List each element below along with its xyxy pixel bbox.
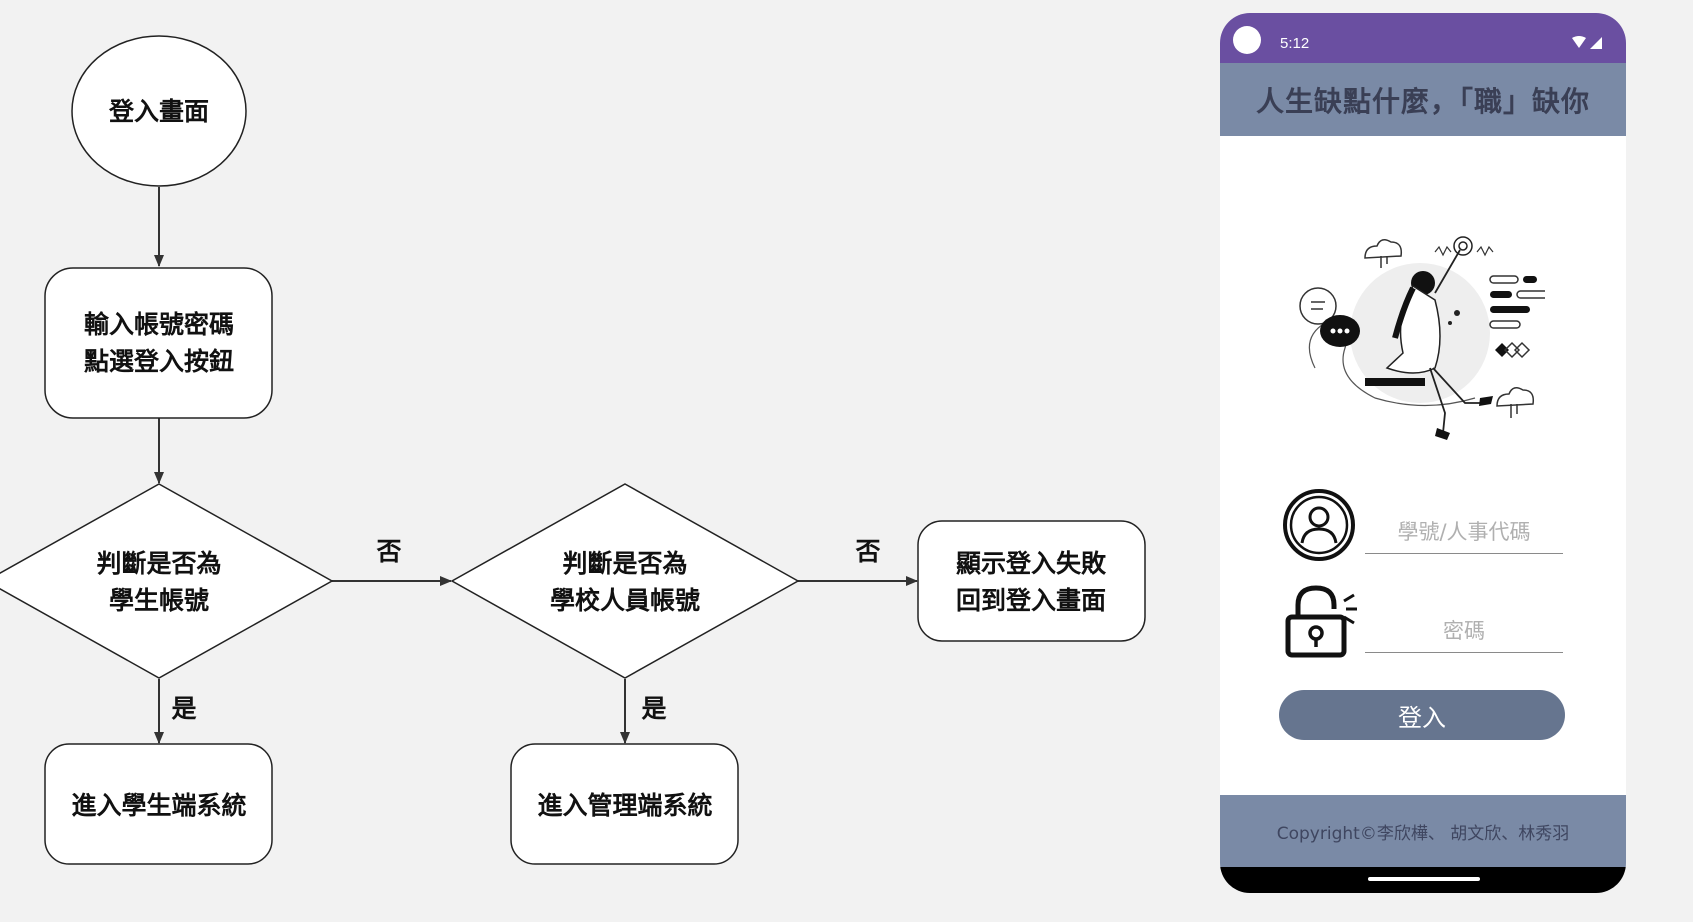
camera-dot <box>1233 26 1261 54</box>
decision-staff-line-2: 學校人員帳號 <box>550 586 700 615</box>
app-title: 人生缺點什麼，「職」缺你 <box>1255 84 1590 118</box>
flowchart: 否 否 是 是 登入畫面 輸入帳號密碼 點選登入按鈕 判斷是否為 學生帳號 判斷… <box>0 35 1146 865</box>
footer: Copyright©李欣樺、 胡文欣、林秀羽 <box>1220 795 1626 867</box>
input-node <box>44 267 273 419</box>
label-yes-2: 是 <box>641 694 666 723</box>
start-node <box>71 35 247 187</box>
fail-node <box>917 520 1146 642</box>
label-no-2: 否 <box>854 537 880 566</box>
status-icons <box>1570 35 1604 54</box>
decision-staff-line-1: 判斷是否為 <box>562 549 687 578</box>
app-header: 人生缺點什麼，「職」缺你 <box>1220 63 1626 136</box>
fail-node-line-1: 顯示登入失敗 <box>956 549 1107 578</box>
phone-mockup: 5:12 人生缺點什麼，「職」缺你 <box>1220 13 1626 893</box>
status-time: 5:12 <box>1280 35 1310 52</box>
start-node-label: 登入畫面 <box>108 97 209 126</box>
login-button[interactable]: 登入 <box>1279 690 1565 740</box>
signal-icon <box>1590 37 1602 49</box>
admin-system-node <box>510 743 739 865</box>
student-system-label: 進入學生端系統 <box>71 791 246 820</box>
input-node-line-2: 點選登入按鈕 <box>84 347 234 376</box>
label-no-1: 否 <box>375 537 401 566</box>
admin-system-label: 進入管理端系統 <box>537 791 712 820</box>
password-input[interactable] <box>1365 610 1563 653</box>
decision-student-line-2: 學生帳號 <box>109 586 209 615</box>
home-indicator[interactable] <box>1368 877 1480 881</box>
label-yes-1: 是 <box>171 694 196 723</box>
decision-staff <box>450 483 800 679</box>
user-icon <box>1283 489 1355 561</box>
copyright-text: Copyright©李欣樺、 胡文欣、林秀羽 <box>1276 823 1570 844</box>
input-node-line-1: 輸入帳號密碼 <box>84 310 234 339</box>
fail-node-line-2: 回到登入畫面 <box>956 586 1106 615</box>
student-system-node <box>44 743 273 865</box>
lock-icon <box>1285 585 1357 658</box>
decision-student <box>0 483 334 679</box>
navigation-bar <box>1220 867 1626 893</box>
wifi-icon <box>1572 36 1586 48</box>
illustration-woman-icon <box>1299 236 1545 440</box>
decision-student-line-1: 判斷是否為 <box>96 549 221 578</box>
id-input[interactable] <box>1365 511 1563 554</box>
status-bar: 5:12 <box>1220 13 1626 63</box>
